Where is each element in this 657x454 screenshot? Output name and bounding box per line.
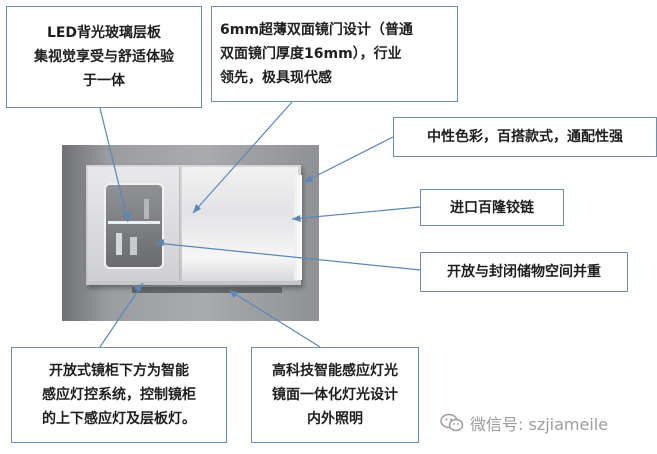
callout-text-line: 进口百隆铰链	[450, 199, 534, 216]
under-cabinet-light	[132, 287, 282, 293]
callout-text-line: 内外照明	[307, 411, 363, 427]
arrowhead	[123, 212, 131, 222]
mirror-door	[182, 167, 298, 281]
mirror-cabinet	[86, 165, 301, 285]
callout-text-line: LED背光玻璃层板	[46, 25, 162, 41]
leader-line-neutral-color	[303, 136, 394, 183]
arrowhead	[193, 204, 201, 213]
side-light-strip	[294, 175, 302, 280]
callout-sensor-light: 开放式镜柜下方为智能 感应灯控系统，控制镜柜 的上下感应灯及层板灯。	[11, 347, 227, 443]
callout-text-line: 感应灯控系统，控制镜柜	[42, 387, 196, 403]
callout-text-line: 高科技智能感应灯光	[272, 363, 398, 379]
leader-line-led-shelf	[99, 107, 129, 223]
callout-text-line: 双面镜门厚度16mm），行业	[220, 46, 402, 62]
callout-text-line: 开放与封闭储物空间并重	[447, 264, 601, 280]
callout-text-line: 6mm超薄双面镜门设计（普通	[220, 22, 413, 38]
arrowhead	[134, 283, 143, 292]
callout-thin-door: 6mm超薄双面镜门设计（普通 双面镜门厚度16mm），行业 领先，极具现代感	[211, 6, 458, 102]
callout-text-line: 开放式镜柜下方为智能	[49, 363, 189, 379]
callout-tech-light: 高科技智能感应灯光 镜面一体化灯光设计 内外照明	[251, 347, 419, 443]
arrowhead	[156, 239, 164, 246]
callout-text-line: 于一体	[83, 73, 125, 89]
glass-shelf	[108, 221, 160, 224]
open-shelf-compartment	[104, 183, 164, 269]
callout-text-line: 集视觉享受与舒适体验	[34, 49, 174, 65]
leader-line-thin-door	[192, 101, 293, 214]
toiletry-item	[144, 199, 149, 219]
watermark-text: 微信号: szjiameile	[470, 415, 609, 434]
toiletry-item	[130, 237, 137, 255]
leader-line-sensor-light	[99, 282, 144, 348]
leader-line-storage	[155, 242, 421, 271]
cabinet-left-section	[88, 167, 180, 281]
leader-line-hinge	[291, 206, 421, 220]
callout-text-line: 中性色彩，百搭款式，通配性强	[427, 129, 623, 145]
callout-led-shelf: LED背光玻璃层板 集视觉享受与舒适体验 于一体	[6, 6, 202, 108]
callout-text-line: 镜面一体化灯光设计	[272, 387, 398, 403]
callout-storage: 开放与封闭储物空间并重	[420, 252, 628, 292]
arrowhead	[229, 290, 238, 298]
product-photo	[62, 145, 319, 321]
callout-text-line: 领先，极具现代感	[220, 70, 332, 86]
callout-hinge: 进口百隆铰链	[420, 189, 564, 226]
callout-neutral-color: 中性色彩，百搭款式，通配性强	[393, 117, 657, 157]
toiletry-item	[116, 233, 122, 255]
arrowhead	[292, 215, 301, 222]
wechat-icon	[440, 413, 464, 432]
callout-text-line: 的上下感应灯及层板灯。	[42, 411, 196, 427]
wechat-watermark: 微信号: szjiameile	[440, 412, 650, 434]
arrowhead	[304, 175, 313, 182]
leader-line-tech-light	[228, 289, 321, 348]
